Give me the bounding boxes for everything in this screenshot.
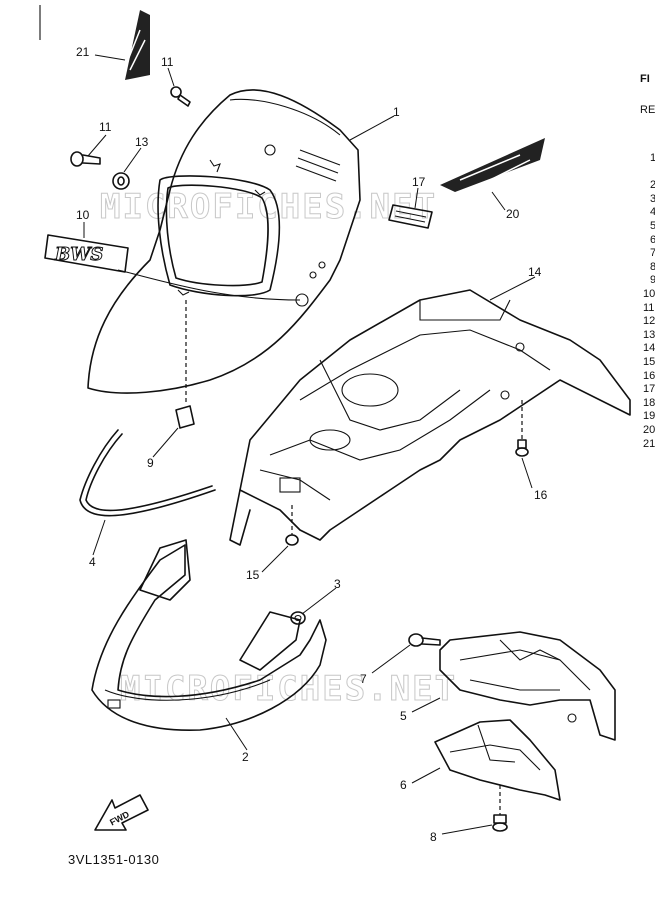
side-table-row: 7 — [650, 247, 655, 260]
part-4-trim-strip — [79, 429, 216, 517]
side-table-row: 10 — [643, 288, 655, 300]
callout-6: 6 — [400, 778, 407, 792]
part-1-front-cover — [87, 89, 361, 394]
side-table-row: 15 — [643, 356, 655, 368]
side-table-subheader: RE — [640, 104, 655, 116]
side-table-row: 3 — [650, 192, 655, 205]
side-table-row: 12 — [643, 315, 655, 328]
part-10-emblem: BWS — [44, 234, 129, 273]
callout-10: 10 — [76, 208, 90, 222]
callout-20: 20 — [506, 207, 520, 221]
part-6-plate — [434, 719, 561, 801]
leader-lines — [83, 54, 536, 835]
callout-8: 8 — [430, 830, 437, 844]
callout-17: 17 — [412, 175, 426, 189]
fwd-label: FWD — [108, 809, 131, 828]
side-table-row: 20 — [643, 424, 655, 436]
side-table-row: 1 — [650, 152, 655, 164]
side-table-row: 9 — [650, 274, 655, 287]
fwd-arrow-icon: FWD — [94, 794, 149, 831]
callout-7: 7 — [360, 672, 367, 686]
callout-3: 3 — [334, 577, 341, 591]
part-9-clip — [175, 300, 195, 429]
callout-13: 13 — [135, 135, 149, 149]
side-table-row: 18 — [643, 396, 655, 409]
callout-21: 21 — [76, 45, 90, 59]
part-8-screw — [492, 785, 508, 832]
side-table-row: 17 — [643, 383, 655, 396]
emblem-text: BWS — [54, 244, 103, 265]
side-table-row: 6 — [650, 233, 655, 246]
callout-15: 15 — [246, 568, 260, 582]
callout-11-left: 11 — [99, 120, 112, 134]
part-15-grommet — [285, 505, 299, 546]
side-table-row: 14 — [643, 342, 655, 355]
side-table-row: 2 — [650, 179, 655, 192]
part-14-inner-frame — [229, 289, 631, 546]
callout-numbers: 21 11 11 13 10 1 17 20 14 9 16 4 15 3 7 … — [76, 45, 548, 844]
part-11-screw-left — [70, 151, 101, 167]
side-table-row: 5 — [650, 220, 655, 232]
callout-14: 14 — [528, 265, 542, 279]
side-table-row: 21 — [643, 437, 655, 450]
side-table-row: 13 — [643, 328, 655, 341]
side-table-row: 16 — [643, 369, 655, 382]
part-11-screw-top — [170, 86, 191, 107]
part-13-grommet — [112, 172, 130, 190]
side-table-row: 4 — [650, 206, 655, 219]
side-table-row: 11 — [643, 301, 655, 314]
part-3-nut — [290, 611, 306, 625]
watermark-bottom: MICROFICHES.NET — [120, 669, 457, 709]
part-5-bracket — [439, 631, 616, 741]
part-7-screw — [408, 633, 441, 647]
callout-2: 2 — [242, 750, 249, 764]
part-20-decal — [440, 138, 545, 192]
callout-9: 9 — [147, 456, 154, 470]
side-table-row: 19 — [643, 410, 655, 423]
part-2-lower-cover — [91, 539, 327, 732]
callout-4: 4 — [89, 555, 96, 569]
side-table-header: FI — [640, 73, 650, 85]
callout-1: 1 — [393, 105, 400, 119]
callout-5: 5 — [400, 709, 407, 723]
part-21-decal — [125, 10, 150, 80]
callout-16: 16 — [534, 488, 548, 502]
part-17-label — [388, 204, 433, 229]
watermark-top: MICROFICHES.NET — [100, 187, 437, 227]
side-table-row: 8 — [650, 260, 655, 273]
drawing-code: 3VL1351-0130 — [68, 852, 160, 867]
callout-11-top: 11 — [161, 55, 174, 69]
part-16-screw — [515, 400, 529, 457]
